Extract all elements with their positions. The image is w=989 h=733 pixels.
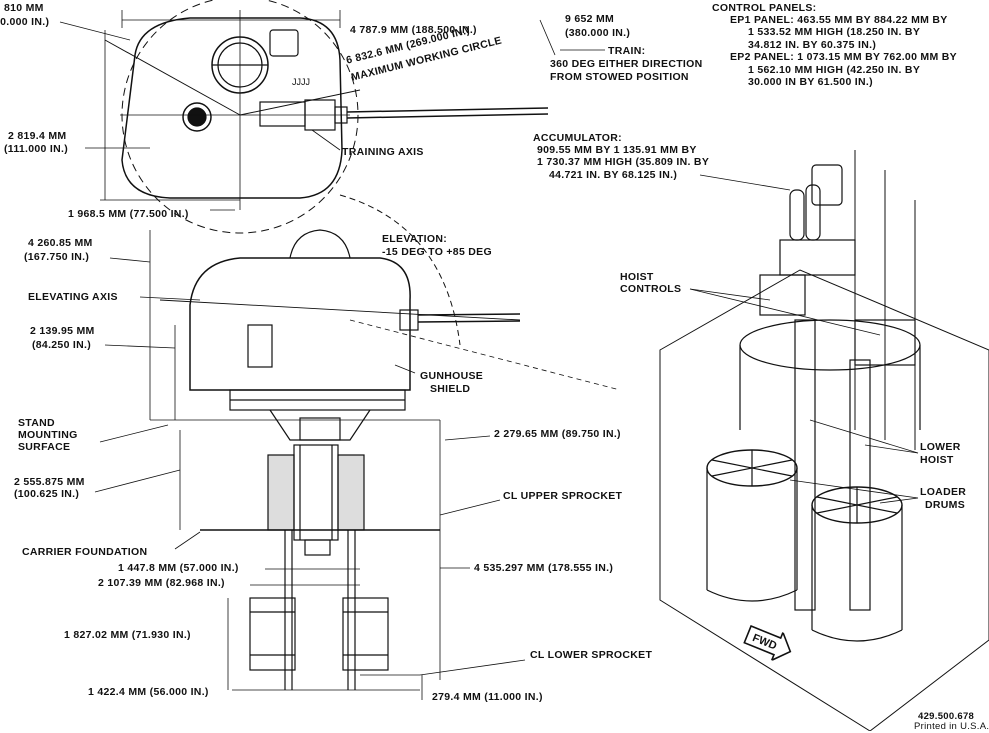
train-line1: 360 DEG EITHER DIRECTION	[550, 58, 703, 70]
accumulator-line1: 909.55 MM BY 1 135.91 MM BY	[537, 144, 697, 156]
dim-9652: 9 652 MM	[565, 13, 615, 25]
control-panels-title: CONTROL PANELS:	[712, 2, 817, 14]
ep2-line3: 30.000 IN BY 61.500 IN.)	[748, 76, 873, 88]
dim-1422: 1 422.4 MM (56.000 IN.)	[88, 686, 209, 698]
training-axis-label: TRAINING AXIS	[342, 146, 424, 158]
drawing-number: 429.500.678	[918, 711, 975, 722]
dim-4787: 4 787.9 MM (188.500 IN.)	[350, 24, 477, 36]
side-view	[94, 194, 621, 700]
surface-label: SURFACE	[18, 441, 71, 453]
mounting-label: MOUNTING	[18, 429, 78, 441]
gunhouse-label: GUNHOUSE	[420, 370, 484, 382]
elevation-range: -15 DEG TO +85 DEG	[382, 246, 492, 258]
dim-2139-in: (84.250 IN.)	[32, 339, 92, 351]
top-view: JJJJ	[59, 0, 605, 234]
train-title: TRAIN:	[608, 45, 646, 57]
train-line2: FROM STOWED POSITION	[550, 71, 689, 83]
dim-4260: 4 260.85 MM	[28, 237, 93, 249]
shield-label: SHIELD	[430, 383, 471, 395]
ep1-line1: EP1 PANEL: 463.55 MM BY 884.22 MM BY	[730, 14, 948, 26]
elevation-title: ELEVATION:	[382, 233, 448, 245]
drums-label: DRUMS	[925, 499, 965, 511]
dim-1968: 1 968.5 MM (77.500 IN.)	[68, 208, 189, 220]
dim-2819: 2 819.4 MM	[8, 130, 67, 142]
lower-label: LOWER	[920, 441, 961, 453]
accumulator-title: ACCUMULATOR:	[533, 132, 622, 144]
hoist-label: HOIST	[620, 271, 654, 283]
svg-text:JJJJ: JJJJ	[292, 77, 310, 87]
accumulator-line3: 44.721 IN. BY 68.125 IN.)	[549, 169, 678, 181]
dim-1827: 1 827.02 MM (71.930 IN.)	[64, 629, 191, 641]
dim-1447: 1 447.8 MM (57.000 IN.)	[118, 562, 239, 574]
dim-4535: 4 535.297 MM (178.555 IN.)	[474, 562, 614, 574]
ep1-line3: 34.812 IN. BY 60.375 IN.)	[748, 39, 877, 51]
stand-label: STAND	[18, 417, 55, 429]
carrier-foundation: CARRIER FOUNDATION	[22, 546, 148, 558]
ep1-line2: 1 533.52 MM HIGH (18.250 IN. BY	[748, 26, 921, 38]
dim-2555: 2 555.875 MM	[14, 476, 85, 488]
iso-view	[659, 150, 989, 731]
fwd-arrow-icon: FWD	[743, 624, 792, 662]
loader-label: LOADER	[920, 486, 967, 498]
dim-9652-in: (380.000 IN.)	[565, 27, 631, 39]
cl-lower-sprocket: CL LOWER SPROCKET	[530, 649, 653, 661]
dim-2555-in: (100.625 IN.)	[14, 488, 80, 500]
accumulator-line2: 1 730.37 MM HIGH (35.809 IN. BY	[537, 156, 710, 168]
lower-hoist-label: HOIST	[920, 454, 954, 466]
dim-4260-in: (167.750 IN.)	[24, 251, 90, 263]
dim-2107: 2 107.39 MM (82.968 IN.)	[98, 577, 225, 589]
controls-label: CONTROLS	[620, 283, 682, 295]
ep2-line1: EP2 PANEL: 1 073.15 MM BY 762.00 MM BY	[730, 51, 957, 63]
cl-upper-sprocket: CL UPPER SPROCKET	[503, 490, 623, 502]
printed-label: Printed in U.S.A.	[914, 721, 989, 732]
dim-2139: 2 139.95 MM	[30, 325, 95, 337]
dim-2819-in: (111.000 IN.)	[4, 143, 69, 155]
ep2-line2: 1 562.10 MM HIGH (42.250 IN. BY	[748, 64, 921, 76]
dim-279: 279.4 MM (11.000 IN.)	[432, 691, 543, 703]
dim-2279: 2 279.65 MM (89.750 IN.)	[494, 428, 621, 440]
dim-810-in: 30.000 IN.)	[0, 16, 50, 28]
elevating-axis-label: ELEVATING AXIS	[28, 291, 118, 303]
dim-810: 810 MM	[4, 2, 44, 14]
